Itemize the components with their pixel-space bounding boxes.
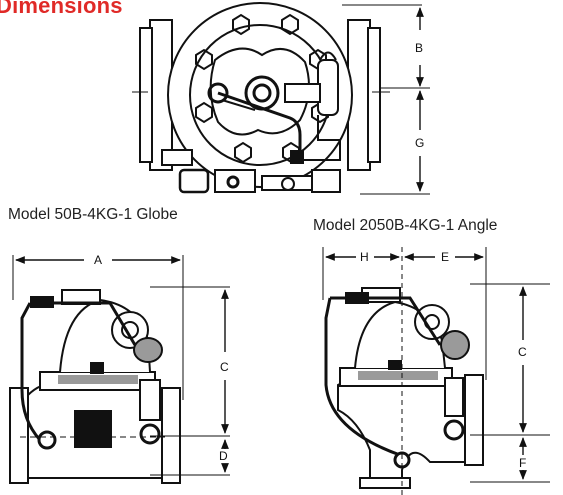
dimension-label-a: A [94, 253, 102, 267]
dimension-label-e: E [441, 250, 449, 264]
dimension-label-b: B [415, 41, 423, 55]
globe-side-view-drawing [9, 289, 181, 484]
section-heading: Dimensions [0, 0, 123, 18]
globe-model-caption: Model 50B-4KG-1 Globe [8, 206, 178, 223]
dimension-label-f: F [519, 456, 526, 470]
dimension-label-c-globe: C [220, 360, 229, 374]
dimension-label-h: H [360, 250, 369, 264]
top-view-drawing [139, 2, 381, 194]
angle-model-caption: Model 2050B-4KG-1 Angle [313, 217, 498, 234]
dimension-label-c-angle: C [518, 345, 527, 359]
dimension-label-d: D [219, 449, 228, 463]
dimension-label-g: G [415, 136, 424, 150]
angle-side-view-drawing [324, 287, 484, 489]
